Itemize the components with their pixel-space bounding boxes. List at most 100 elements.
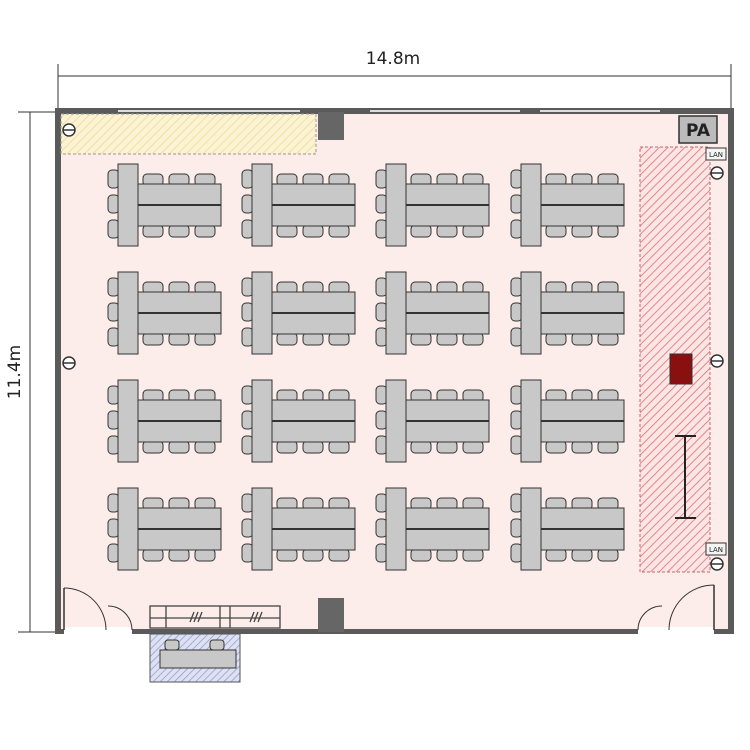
- chair: [107, 169, 120, 189]
- chair: [241, 410, 254, 430]
- pa-box: PA: [678, 115, 718, 144]
- chair: [276, 224, 298, 238]
- chair: [462, 440, 484, 454]
- table: [520, 487, 542, 571]
- table-group: [241, 163, 356, 247]
- chair: [510, 327, 523, 347]
- chair: [241, 194, 254, 214]
- table-group: [241, 271, 356, 355]
- chair: [241, 169, 254, 189]
- chair: [436, 440, 458, 454]
- table-group: [510, 271, 625, 355]
- chair: [302, 224, 324, 238]
- chair: [571, 332, 593, 346]
- chair: [571, 548, 593, 562]
- chair: [107, 327, 120, 347]
- doors: [63, 584, 715, 636]
- chair: [241, 543, 254, 563]
- table-grid: [107, 163, 625, 571]
- chair: [107, 302, 120, 322]
- chair: [328, 440, 350, 454]
- chair: [194, 440, 216, 454]
- chair: [241, 219, 254, 239]
- chair: [597, 332, 619, 346]
- chair: [107, 194, 120, 214]
- lan-port-top: LAN: [705, 147, 727, 161]
- chair: [510, 410, 523, 430]
- chair: [462, 548, 484, 562]
- chair: [545, 440, 567, 454]
- table-group: [510, 487, 625, 571]
- chair: [597, 548, 619, 562]
- chair: [241, 277, 254, 297]
- chair: [510, 194, 523, 214]
- chair: [142, 548, 164, 562]
- width-label: 14.8m: [366, 49, 420, 69]
- chair: [194, 332, 216, 346]
- height-label: 11.4m: [5, 345, 25, 399]
- chair: [241, 435, 254, 455]
- storage-area: [60, 113, 317, 155]
- chair: [276, 440, 298, 454]
- table: [117, 487, 139, 571]
- entrance-rail: [149, 605, 281, 629]
- table: [520, 271, 542, 355]
- chair: [328, 332, 350, 346]
- chair: [597, 440, 619, 454]
- chair: [510, 277, 523, 297]
- lan-label-bottom: LAN: [709, 546, 723, 554]
- chair: [375, 327, 388, 347]
- chair: [597, 224, 619, 238]
- chair: [375, 302, 388, 322]
- chair: [302, 548, 324, 562]
- outlet-icon: [710, 354, 724, 368]
- chair: [510, 543, 523, 563]
- outlet-icon: [62, 123, 76, 137]
- table-group: [107, 487, 222, 571]
- screen-stand: [675, 435, 696, 519]
- lan-port-bottom: LAN: [705, 542, 727, 556]
- table: [117, 163, 139, 247]
- table-group: [375, 379, 490, 463]
- chair: [375, 277, 388, 297]
- outlet-icon: [62, 356, 76, 370]
- table-group: [107, 163, 222, 247]
- chair: [510, 493, 523, 513]
- chair: [302, 440, 324, 454]
- chair: [107, 410, 120, 430]
- chair: [510, 302, 523, 322]
- chair: [168, 332, 190, 346]
- chair: [571, 440, 593, 454]
- chair: [168, 224, 190, 238]
- height-dimension: 11.4m: [5, 111, 55, 633]
- table: [385, 379, 407, 463]
- chair: [545, 332, 567, 346]
- chair: [107, 219, 120, 239]
- table: [251, 379, 273, 463]
- chair: [462, 332, 484, 346]
- table: [251, 163, 273, 247]
- chair: [241, 518, 254, 538]
- table: [385, 271, 407, 355]
- chair: [375, 543, 388, 563]
- lan-label-top: LAN: [709, 151, 723, 159]
- chair: [375, 493, 388, 513]
- table: [385, 163, 407, 247]
- table: [520, 163, 542, 247]
- chair: [462, 224, 484, 238]
- table-group: [510, 163, 625, 247]
- chair: [410, 440, 432, 454]
- chair: [375, 518, 388, 538]
- chair: [107, 518, 120, 538]
- chair: [375, 194, 388, 214]
- chair: [510, 219, 523, 239]
- width-dimension: 14.8m: [57, 49, 732, 108]
- chair: [510, 435, 523, 455]
- outlet-icon: [710, 557, 724, 571]
- chair: [510, 169, 523, 189]
- chair: [410, 224, 432, 238]
- table-group: [375, 163, 490, 247]
- chair: [328, 548, 350, 562]
- chair: [375, 219, 388, 239]
